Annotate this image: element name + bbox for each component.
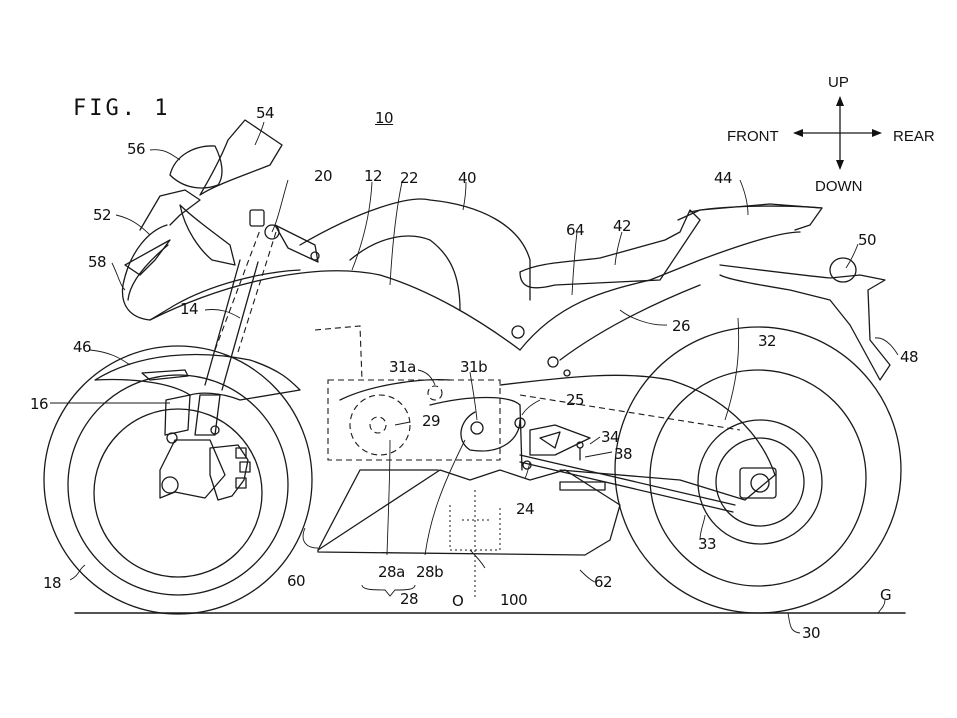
front-wheel bbox=[43, 345, 313, 615]
label-52: 52 bbox=[93, 206, 112, 224]
label-24: 24 bbox=[516, 500, 535, 518]
footrest-bracket bbox=[514, 417, 606, 491]
label-axis-o: O bbox=[452, 592, 464, 610]
front-fork bbox=[159, 229, 277, 501]
label-28a: 28a bbox=[378, 563, 405, 581]
rear-wheel bbox=[614, 326, 902, 614]
figure-title: FIG. 1 bbox=[73, 96, 171, 121]
label-12: 12 bbox=[364, 167, 383, 185]
label-20: 20 bbox=[314, 167, 333, 185]
label-31a: 31a bbox=[389, 358, 416, 376]
mirror bbox=[169, 145, 223, 189]
label-56: 56 bbox=[127, 140, 146, 158]
label-40: 40 bbox=[458, 169, 477, 187]
label-54: 54 bbox=[256, 104, 275, 122]
label-29: 29 bbox=[422, 412, 441, 430]
label-46: 46 bbox=[73, 338, 92, 356]
exhaust-part bbox=[449, 490, 501, 600]
windscreen bbox=[199, 119, 283, 196]
leader-lines bbox=[50, 121, 899, 634]
reference-number: 10 bbox=[375, 109, 394, 127]
label-16: 16 bbox=[30, 395, 49, 413]
front-cowl bbox=[121, 189, 301, 321]
label-38: 38 bbox=[614, 445, 633, 463]
engine bbox=[314, 325, 523, 471]
label-32: 32 bbox=[758, 332, 777, 350]
direction-down-label: DOWN bbox=[815, 178, 863, 195]
direction-indicator bbox=[793, 96, 882, 170]
label-50: 50 bbox=[858, 231, 877, 249]
label-100: 100 bbox=[500, 591, 528, 609]
label-14: 14 bbox=[180, 300, 199, 318]
label-28b: 28b bbox=[416, 563, 444, 581]
rear-frame bbox=[519, 231, 801, 351]
label-28: 28 bbox=[400, 590, 419, 608]
label-64: 64 bbox=[566, 221, 585, 239]
front-fender bbox=[94, 353, 301, 401]
label-30: 30 bbox=[802, 624, 821, 642]
label-33: 33 bbox=[698, 535, 717, 553]
direction-up-label: UP bbox=[828, 74, 849, 91]
fuel-tank bbox=[149, 198, 531, 351]
label-48: 48 bbox=[900, 348, 919, 366]
swingarm bbox=[499, 374, 776, 513]
seat bbox=[519, 203, 823, 289]
label-26: 26 bbox=[672, 317, 691, 335]
label-ground-g: G bbox=[880, 586, 892, 604]
label-62: 62 bbox=[594, 573, 613, 591]
label-44: 44 bbox=[714, 169, 733, 187]
handlebar bbox=[249, 209, 320, 263]
label-34: 34 bbox=[601, 428, 620, 446]
tail-section bbox=[719, 257, 891, 381]
label-60: 60 bbox=[287, 572, 306, 590]
label-42: 42 bbox=[613, 217, 632, 235]
direction-rear-label: REAR bbox=[893, 128, 935, 145]
label-18: 18 bbox=[43, 574, 62, 592]
direction-front-label: FRONT bbox=[727, 128, 779, 145]
under-cowl bbox=[317, 469, 621, 556]
label-31b: 31b bbox=[460, 358, 488, 376]
label-58: 58 bbox=[88, 253, 107, 271]
label-22: 22 bbox=[400, 169, 419, 187]
label-25: 25 bbox=[566, 391, 585, 409]
